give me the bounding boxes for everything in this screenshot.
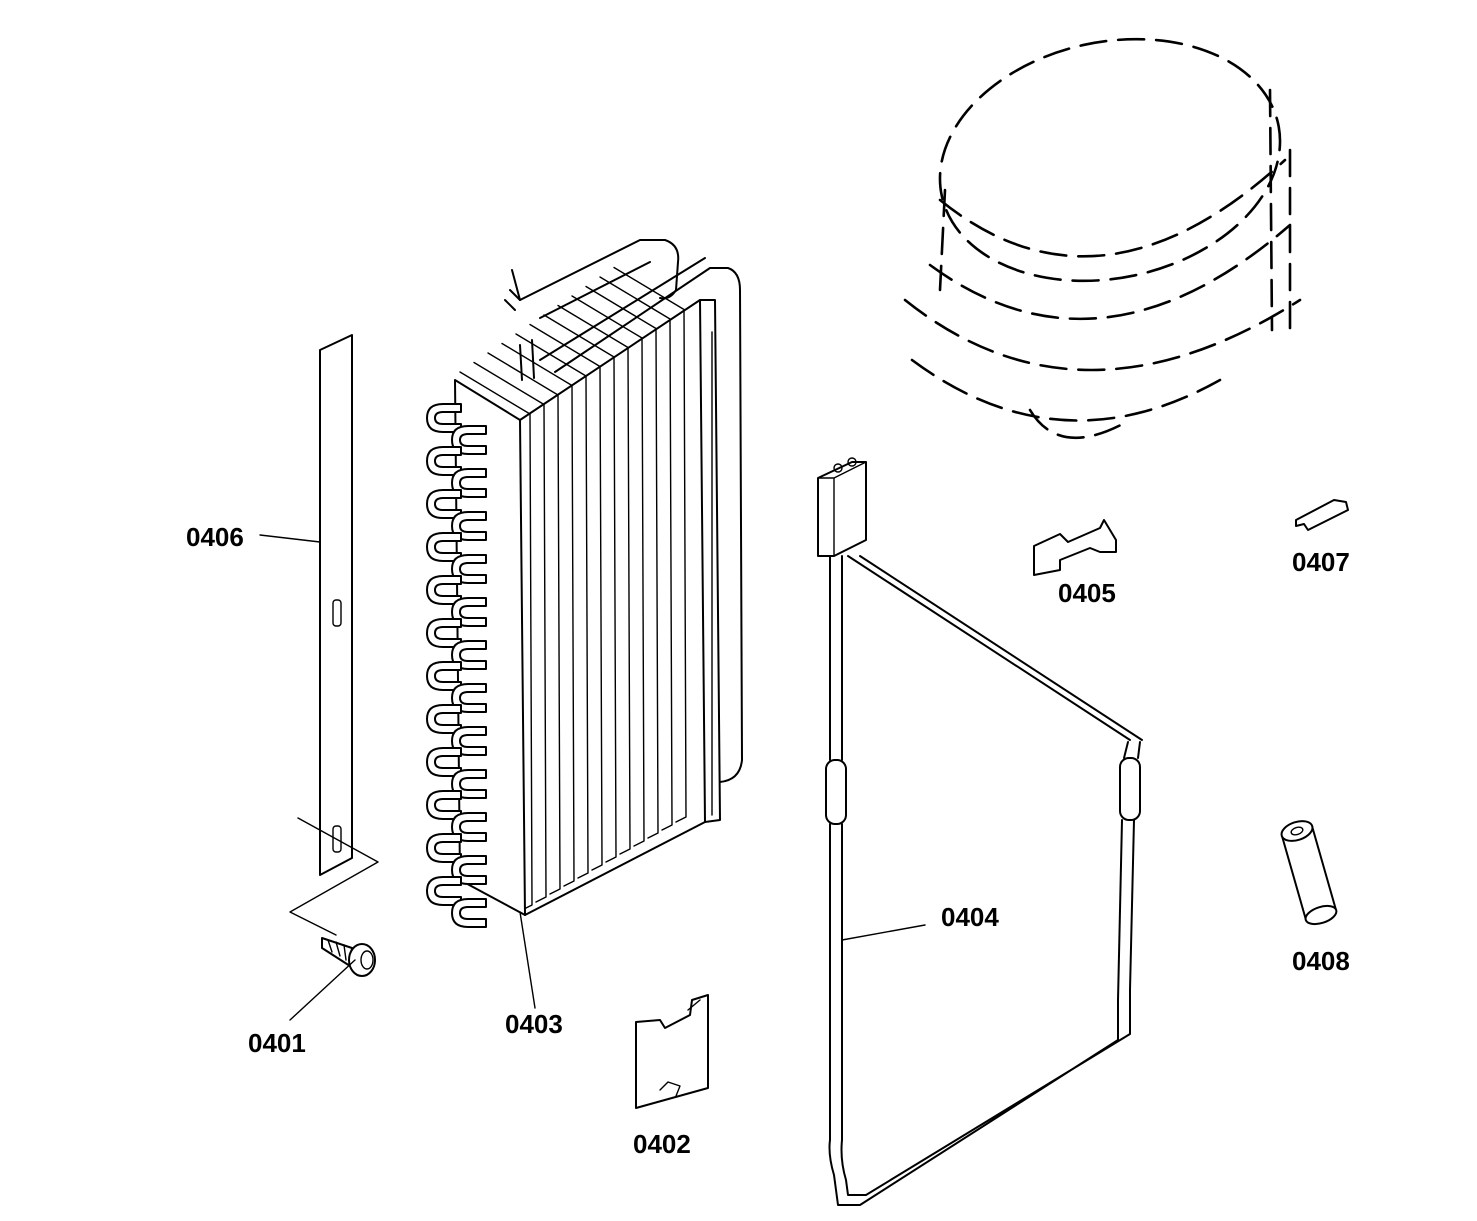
- coil-u-bend: [426, 489, 462, 519]
- condenser-fin: [515, 333, 589, 879]
- condenser-fin: [473, 361, 547, 903]
- coil-u-bend: [426, 876, 462, 906]
- tube-sleeve: [1280, 820, 1338, 926]
- leader-0403: [519, 911, 536, 1009]
- coil-u-bend: [426, 661, 462, 691]
- condenser-fin: [487, 352, 561, 895]
- coil-u-bend: [426, 747, 462, 777]
- condenser-fin: [529, 323, 603, 871]
- bracket: [635, 994, 709, 1109]
- coil-u-bend: [426, 704, 462, 734]
- compressor-phantom-outline: [903, 37, 1302, 440]
- condenser-fin: [571, 295, 645, 847]
- part-label-0405: 0405: [1058, 578, 1116, 608]
- condenser-coil: [426, 239, 743, 928]
- condenser-fin: [585, 285, 659, 839]
- coil-u-bend: [426, 790, 462, 820]
- small-clip: [1295, 499, 1349, 531]
- part-label-0404: 0404: [941, 902, 999, 932]
- screw: [321, 937, 376, 977]
- condenser-fin: [543, 314, 617, 863]
- leader-0404: [841, 924, 926, 941]
- leader-lines: [259, 534, 926, 1021]
- coil-u-bend: [426, 403, 462, 433]
- coil-u-bend: [426, 532, 462, 562]
- part-label-0401: 0401: [248, 1028, 306, 1058]
- mounting-strip: [289, 334, 379, 936]
- part-label-0408: 0408: [1292, 946, 1350, 976]
- condenser-fin: [613, 266, 687, 823]
- heater-wire-harness: [817, 457, 1143, 1206]
- leader-0406: [259, 534, 321, 543]
- part-label-0406: 0406: [186, 522, 244, 552]
- condenser-fin: [557, 304, 631, 855]
- coil-u-bend: [426, 446, 462, 476]
- condenser-fin: [599, 276, 673, 831]
- coil-u-bend: [426, 575, 462, 605]
- part-label-0407: 0407: [1292, 547, 1350, 577]
- coil-u-bend: [426, 618, 462, 648]
- coil-u-bend: [426, 833, 462, 863]
- part-label-0403: 0403: [505, 1009, 563, 1039]
- clip: [1033, 519, 1117, 576]
- condenser-fin: [501, 342, 575, 887]
- part-label-0402: 0402: [633, 1129, 691, 1159]
- leader-0401: [289, 959, 356, 1021]
- coil-u-bend: [451, 898, 487, 928]
